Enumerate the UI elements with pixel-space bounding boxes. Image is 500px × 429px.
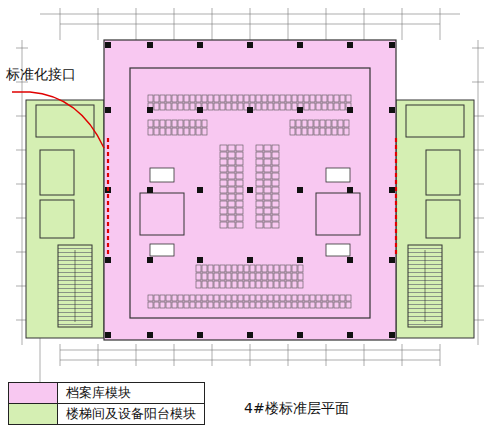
legend-swatch bbox=[9, 404, 58, 424]
interface-line bbox=[108, 138, 396, 256]
legend: 档案库模块楼梯间及设备阳台模块 bbox=[8, 382, 205, 425]
grid-ticks bbox=[16, 8, 484, 366]
archive-module bbox=[104, 40, 396, 340]
leader-line bbox=[12, 92, 104, 148]
legend-text: 档案库模块 bbox=[58, 383, 139, 403]
legend-swatch bbox=[9, 383, 58, 403]
shelf-rows bbox=[148, 95, 351, 308]
structural-columns bbox=[105, 42, 395, 338]
legend-row: 档案库模块 bbox=[9, 383, 204, 404]
legend-row: 楼梯间及设备阳台模块 bbox=[9, 404, 204, 424]
dimension-lines bbox=[22, 14, 478, 410]
legend-text: 楼梯间及设备阳台模块 bbox=[58, 404, 204, 424]
callout-label: 标准化接口 bbox=[6, 66, 76, 84]
caption: 4#楼标准层平面 bbox=[244, 400, 349, 418]
